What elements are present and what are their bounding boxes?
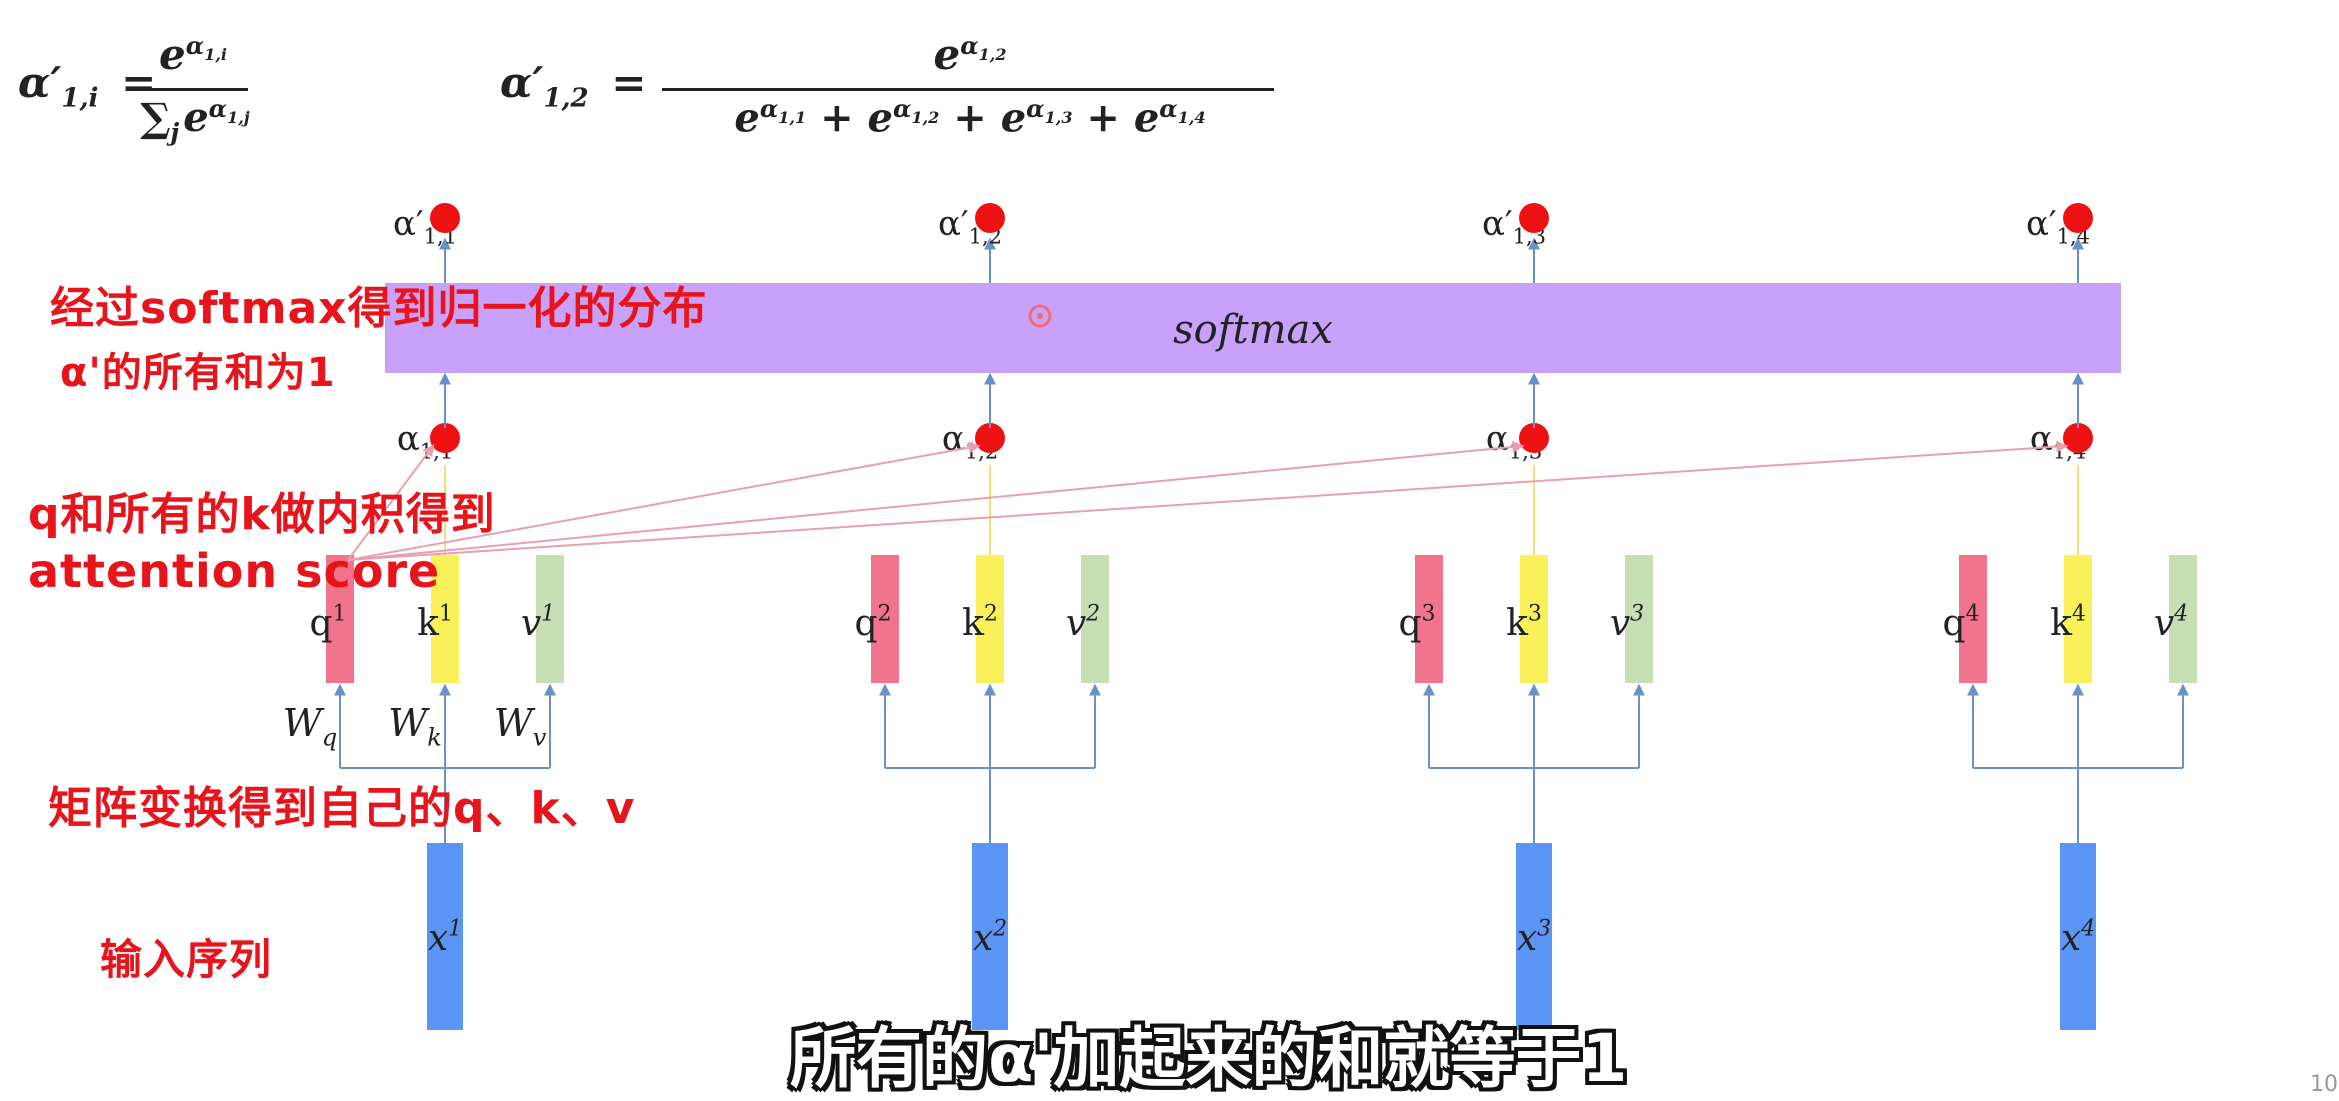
key-label-1: k1	[417, 602, 453, 644]
value-bar-1	[536, 555, 564, 683]
output-marker-3	[1519, 203, 1549, 233]
formula-example-numerator: eα1,2	[933, 30, 1007, 79]
query-bar-3	[1415, 555, 1443, 683]
value-label-2: v2	[1066, 602, 1100, 644]
key-bar-3	[1520, 555, 1548, 683]
query-label-4: q4	[1942, 602, 1979, 644]
formula-example-lhs: α′	[500, 58, 544, 107]
input-x-label-4: x4	[2061, 917, 2095, 959]
annotation-score-line-2: attention score	[28, 544, 441, 598]
input-x-bar-4	[2060, 843, 2096, 1030]
input-x-label-3: x3	[1517, 917, 1551, 959]
value-bar-2	[1081, 555, 1109, 683]
key-label-4: k4	[2050, 602, 2086, 644]
query-label-3: q3	[1398, 602, 1435, 644]
key-label-2: k2	[962, 602, 998, 644]
query1-to-score-3	[347, 440, 1525, 561]
query1-to-score-2	[347, 441, 981, 561]
value-bar-3	[1625, 555, 1653, 683]
output-marker-1	[430, 203, 460, 233]
softmax-bar	[385, 283, 2121, 373]
score-marker-3	[1519, 423, 1549, 453]
formula-general-numerator: eα1,i	[159, 30, 227, 79]
query-bar-4	[1959, 555, 1987, 683]
key-bar-1	[431, 555, 459, 683]
query-bar-1	[326, 555, 354, 683]
query-label-2: q2	[854, 602, 891, 644]
formula-general-lhs: α′	[18, 58, 62, 107]
weight-label-v: Wv	[494, 701, 547, 752]
formula-example-denominator: eα1,1 + eα1,2 + eα1,3 + eα1,4	[734, 94, 1206, 142]
cursor-dot-icon	[1037, 313, 1043, 319]
weight-label-q: Wq	[283, 701, 337, 752]
page-number: 10	[2310, 1072, 2338, 1097]
cursor-ring-icon	[1028, 304, 1052, 328]
formula-example-fraction-bar	[662, 88, 1274, 91]
query-bar-2	[871, 555, 899, 683]
annotation-transform: 矩阵变换得到自己的q、k、v	[48, 783, 636, 834]
input-x-bar-1	[427, 843, 463, 1030]
softmax-label: softmax	[1173, 307, 1333, 353]
weight-label-k: Wk	[388, 701, 442, 752]
annotation-input: 输入序列	[100, 935, 273, 984]
output-marker-4	[2063, 203, 2093, 233]
key-bar-4	[2064, 555, 2092, 683]
input-x-label-2: x2	[973, 917, 1007, 959]
key-bar-2	[976, 555, 1004, 683]
annotation-softmax-line-1: 经过softmax得到归一化的分布	[50, 283, 708, 334]
video-subtitle: 所有的α'加起来的和就等于1	[790, 1020, 1628, 1097]
key-label-3: k3	[1506, 602, 1542, 644]
score-marker-2	[975, 423, 1005, 453]
annotation-softmax-line-2: α'的所有和为1	[60, 350, 336, 396]
input-x-label-1: x1	[428, 917, 462, 959]
query1-to-score-4	[347, 440, 2069, 561]
value-label-1: v1	[521, 602, 555, 644]
score-marker-1	[430, 423, 460, 453]
value-label-3: v3	[1610, 602, 1644, 644]
output-label-4: α′1,4	[2026, 204, 2090, 249]
annotation-score-line-1: q和所有的k做内积得到	[28, 489, 496, 540]
input-x-bar-3	[1516, 843, 1552, 1030]
value-label-4: v4	[2154, 602, 2188, 644]
input-x-bar-2	[972, 843, 1008, 1030]
query-label-1: q1	[309, 602, 346, 644]
formula-general-lhs-sub: 1,i	[61, 83, 99, 114]
formula-example-lhs-sub: 1,2	[543, 83, 589, 114]
value-bar-4	[2169, 555, 2197, 683]
score-marker-4	[2063, 423, 2093, 453]
formula-general-fraction-bar	[136, 88, 248, 91]
output-marker-2	[975, 203, 1005, 233]
formula-example: α′1,2 = eα1,2 eα1,1 + eα1,2 + eα1,3 + eα…	[500, 30, 1280, 150]
query1-to-score-1	[347, 444, 435, 561]
